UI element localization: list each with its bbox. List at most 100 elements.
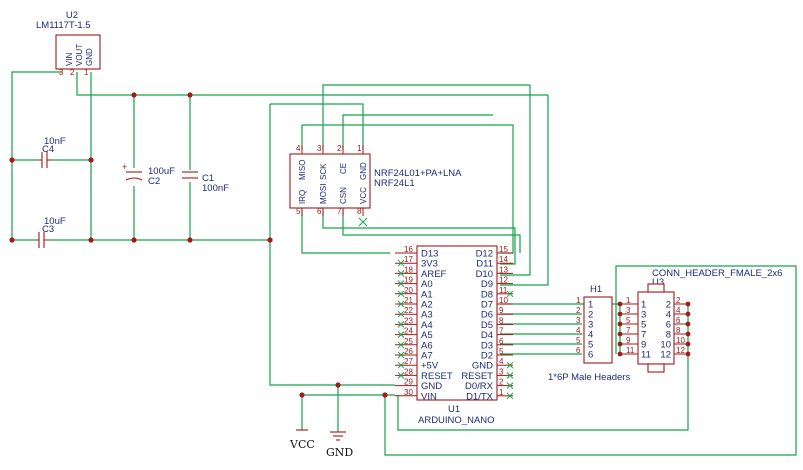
u3-right-pin-label: 10 <box>660 340 671 351</box>
no-connect-mark <box>397 259 405 267</box>
nano-left-pin-number: 29 <box>404 378 413 387</box>
u3-right-pin-label: 8 <box>666 330 671 341</box>
h1-pin-label: 3 <box>588 320 593 331</box>
no-connect-mark <box>397 310 405 318</box>
c4-value: 10nF <box>44 136 66 147</box>
junction <box>9 237 15 243</box>
nano-left-pin-name: RESET <box>421 371 453 382</box>
junction <box>88 237 94 243</box>
svg-text:4: 4 <box>296 144 301 153</box>
nano-left-pin-name: VIN <box>421 391 437 402</box>
nano-value: ARDUINO_NANO <box>418 415 495 426</box>
svg-text:8: 8 <box>357 207 362 216</box>
h1-value: 1*6P Male Headers <box>548 372 630 383</box>
nano-right-pin-number: 5 <box>499 347 504 356</box>
no-connect-mark <box>506 290 514 298</box>
nano-right-pin-number: 9 <box>499 306 504 315</box>
nano-left-pin-name: D13 <box>421 249 438 260</box>
regulator-pin-vout: VOUT <box>75 44 84 66</box>
junction <box>187 92 193 98</box>
nano-right-pin-name: D2 <box>481 351 493 362</box>
h1-ref: H1 <box>590 284 602 295</box>
nano-right-pin-number: 12 <box>499 276 508 285</box>
svg-text:2: 2 <box>337 144 342 153</box>
nano-right-pin-number: 13 <box>499 265 508 274</box>
u3-left-pin-number: 11 <box>626 346 635 355</box>
svg-text:GND: GND <box>359 162 368 180</box>
nano-right-pin-number: 11 <box>499 286 508 295</box>
u3-right-pin-label: 6 <box>666 320 671 331</box>
h1-pin-number: 4 <box>576 326 581 335</box>
u3-left-pin-number: 1 <box>626 296 631 305</box>
nano-right-pin-number: 8 <box>499 316 504 325</box>
u3-right-junction <box>685 341 691 347</box>
svg-text:3: 3 <box>317 144 322 153</box>
u3-left-junction <box>617 351 623 357</box>
no-connect-mark <box>397 331 405 338</box>
nano-right-pin-number: 14 <box>499 255 508 264</box>
u3-right-pin-number: 10 <box>676 336 685 345</box>
no-connect-mark <box>506 361 514 369</box>
u3-right-pin-number: 12 <box>676 346 685 355</box>
nano-left-pin-number: 23 <box>404 316 413 325</box>
wire-radio-gnd <box>270 103 364 150</box>
u3-right-junction <box>685 311 691 317</box>
capacitor-c4: 10nF C4 <box>38 136 66 168</box>
nano-right-pin-name: D10 <box>476 269 493 280</box>
nano-right-pin-name: D7 <box>481 300 493 311</box>
wire-vout-to-d9 <box>500 95 549 286</box>
u3-left-pin-number: 7 <box>626 326 631 335</box>
nano-right-pin-name: D12 <box>476 249 493 260</box>
nano-right-pin-name: D0/RX <box>465 381 494 392</box>
wire-u3-outer <box>384 265 797 456</box>
nano-right-pin-number: 1 <box>499 388 504 397</box>
wire-irq <box>301 210 390 254</box>
h1-pin-number: 1 <box>576 296 581 305</box>
wire-vin-rail <box>11 71 62 240</box>
u3-left-pin-number: 9 <box>626 336 631 345</box>
nano-right-pin-name: D6 <box>481 310 493 321</box>
no-connect-mark <box>397 300 405 308</box>
junction <box>187 237 193 243</box>
wire-ce <box>342 114 493 150</box>
junction <box>131 237 137 243</box>
h1-pin-number: 2 <box>576 306 581 315</box>
nano-left-pin-number: 30 <box>404 388 413 397</box>
svg-text:+: + <box>122 162 127 172</box>
nano-right-pin-number: 4 <box>499 357 504 366</box>
u3-left-pin-label: 9 <box>641 340 646 351</box>
nano-left-pin-number: 27 <box>404 357 413 366</box>
u3-left-junction <box>617 331 623 337</box>
nano-right-pin-number: 3 <box>499 367 504 376</box>
nano-left-pin-name: A7 <box>421 351 433 362</box>
no-connect-mark <box>397 280 405 287</box>
nano-right-pin-name: D9 <box>481 279 493 290</box>
no-connect-mark <box>397 372 405 379</box>
no-connect-mark <box>506 392 514 400</box>
nano-right-pin-name: D11 <box>476 259 493 270</box>
u3-ref: U3 <box>652 277 664 288</box>
capacitor-c2: + 100uF C2 <box>122 162 175 187</box>
nano-left-pin-name: A6 <box>421 340 433 351</box>
nano-right-pin-number: 6 <box>499 337 504 346</box>
svg-text:SCK: SCK <box>319 163 328 180</box>
nano-right-pin-name: D1/TX <box>466 391 494 402</box>
nano-left-pin-number: 21 <box>404 296 413 305</box>
u3-right-pin-label: 4 <box>666 310 671 321</box>
u3-left-junction <box>617 341 623 347</box>
u3-right-pin-number: 6 <box>676 316 681 325</box>
nano-left-pin-name: A2 <box>421 300 433 311</box>
regulator-body <box>55 34 101 70</box>
nano-right-pin-number: 15 <box>499 245 508 254</box>
no-connect-mark <box>397 321 405 328</box>
nano-right-pin-name: RESET <box>461 371 493 382</box>
u3-left-pin-number: 5 <box>626 316 631 325</box>
c3-ref: C3 <box>42 224 54 235</box>
h1-pin-label: 5 <box>588 340 593 351</box>
u3-right-junction <box>685 321 691 327</box>
